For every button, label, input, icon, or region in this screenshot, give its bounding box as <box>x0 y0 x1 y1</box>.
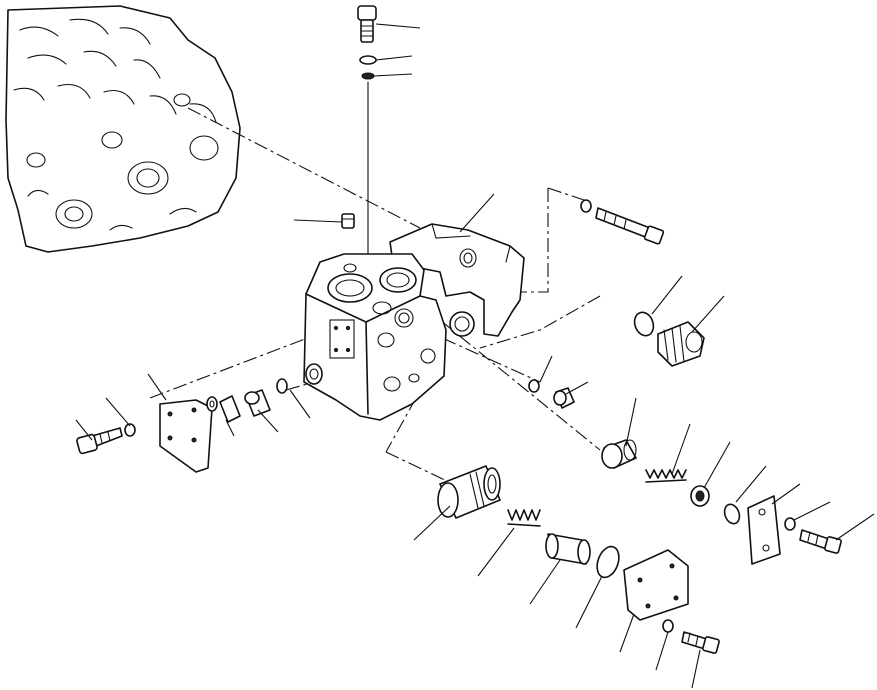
spring-seat <box>690 485 710 507</box>
top-washer <box>359 55 377 65</box>
washer-lower <box>662 619 674 633</box>
spool-large <box>437 465 501 519</box>
cover-washer-left <box>124 423 136 437</box>
leader-lines <box>75 23 875 689</box>
retainer-block <box>747 495 781 565</box>
spring-lower <box>507 509 541 527</box>
bracket-washer <box>580 199 592 213</box>
bolt-lower <box>681 631 720 654</box>
cover-bolt-left <box>76 427 123 455</box>
sleeve <box>601 439 637 469</box>
spring-right <box>645 469 687 483</box>
oring-lower <box>596 545 620 579</box>
cover-plate-lower <box>623 549 689 621</box>
small-oring-left <box>206 396 218 412</box>
large-plug <box>657 321 705 367</box>
piston-lower <box>545 533 591 565</box>
transmission-housing <box>5 5 241 253</box>
valve-body <box>303 253 475 421</box>
small-plug <box>341 213 355 229</box>
oring-right <box>723 503 741 525</box>
side-plug <box>553 387 575 409</box>
plug-oring <box>633 311 655 337</box>
top-oring <box>361 72 375 80</box>
bracket-bolt <box>595 207 665 245</box>
side-washer <box>528 379 540 393</box>
top-plug-bolt <box>357 5 377 43</box>
washer-right <box>784 517 796 531</box>
bolt-right <box>799 529 842 554</box>
cover-plate-left <box>159 399 213 473</box>
pin-left <box>219 395 241 423</box>
mounting-bracket <box>389 223 525 337</box>
side-oring-left <box>276 378 288 394</box>
plug-left <box>244 389 271 417</box>
